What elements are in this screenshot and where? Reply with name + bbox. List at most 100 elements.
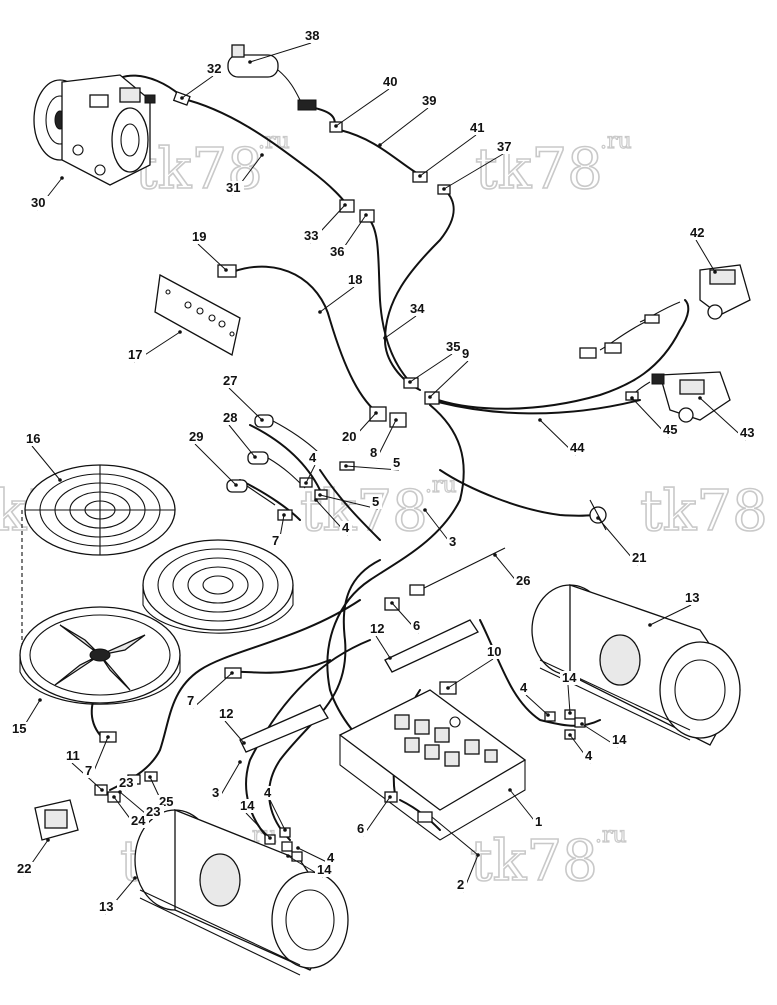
callout-15: 15 xyxy=(10,698,42,737)
callout-label-bg xyxy=(117,776,137,790)
callout-label-bg xyxy=(221,411,241,425)
callout-35: 35 xyxy=(408,339,464,384)
callout-arrowhead xyxy=(538,418,542,422)
callout-label-bg xyxy=(262,786,274,800)
callout-label-bg xyxy=(346,273,366,287)
callout-label: 44 xyxy=(570,440,585,455)
callout-arrowhead xyxy=(508,788,512,792)
callout-arrowhead xyxy=(630,396,634,400)
callout-arrowhead xyxy=(268,836,272,840)
callout-36: 36 xyxy=(328,213,368,260)
callout-arrowhead xyxy=(596,516,600,520)
control-panel xyxy=(154,273,241,356)
callout-label-bg xyxy=(355,822,367,836)
callout-label: 41 xyxy=(470,120,484,135)
callout-8: 8 xyxy=(368,418,398,461)
callout-arrowhead xyxy=(648,623,652,627)
callout-label: 20 xyxy=(342,429,356,444)
callout-label: 24 xyxy=(131,813,146,828)
callout-4: 4 xyxy=(262,785,287,832)
callout-label-bg xyxy=(185,694,197,708)
callout-arrowhead xyxy=(118,790,122,794)
callout-label-bg xyxy=(533,815,545,829)
callout-arrowhead xyxy=(713,270,717,274)
callout-label: 17 xyxy=(128,347,142,362)
callout-label-bg xyxy=(514,574,534,588)
callout-16: 16 xyxy=(24,431,62,482)
callout-2: 2 xyxy=(455,853,480,893)
callout-label: 3 xyxy=(449,534,456,549)
callout-label-bg xyxy=(411,619,423,633)
callout-30: 30 xyxy=(29,176,64,211)
callout-13: 13 xyxy=(648,590,703,627)
callout-37: 37 xyxy=(442,139,515,191)
callout-5: 5 xyxy=(318,493,382,510)
callout-label-bg xyxy=(568,441,588,455)
callout-31: 31 xyxy=(224,153,264,196)
callout-label: 12 xyxy=(219,706,233,721)
callout-label: 4 xyxy=(264,785,272,800)
callout-label: 15 xyxy=(12,721,26,736)
callout-14: 14 xyxy=(580,722,630,748)
compressor xyxy=(33,74,156,186)
callout-label-bg xyxy=(610,733,630,747)
callout-arrowhead xyxy=(112,795,116,799)
callout-41: 41 xyxy=(418,120,488,178)
callout-label-bg xyxy=(24,432,44,446)
callout-label-bg xyxy=(468,121,488,135)
callout-33: 33 xyxy=(302,203,347,244)
callout-label: 5 xyxy=(372,494,379,509)
callout-label: 29 xyxy=(189,429,203,444)
callout-arrowhead xyxy=(304,481,308,485)
callout-leader xyxy=(429,360,469,398)
callout-label: 35 xyxy=(446,339,460,354)
callout-arrowhead xyxy=(408,380,412,384)
callout-leader xyxy=(649,604,692,626)
callout-13: 13 xyxy=(97,876,137,915)
callout-28: 28 xyxy=(221,410,257,459)
callout-label-bg xyxy=(683,591,703,605)
callout-40: 40 xyxy=(334,74,401,128)
callout-leader xyxy=(443,153,504,190)
callout-label-bg xyxy=(381,75,401,89)
callout-label-bg xyxy=(238,799,258,813)
callout-arrowhead xyxy=(180,96,184,100)
callout-label: 39 xyxy=(422,93,436,108)
callout-label-bg xyxy=(205,62,225,76)
callout-label: 22 xyxy=(17,861,31,876)
callout-label-bg xyxy=(340,430,360,444)
callout-6: 6 xyxy=(390,601,423,634)
callout-arrowhead xyxy=(260,153,264,157)
callout-arrowhead xyxy=(568,711,572,715)
callout-label: 9 xyxy=(462,346,469,361)
valve-43 xyxy=(625,371,731,423)
callout-leader xyxy=(269,799,286,831)
callout-arrowhead xyxy=(46,838,50,842)
callout-label-bg xyxy=(661,423,681,437)
callout-label: 38 xyxy=(305,28,319,43)
callout-arrowhead xyxy=(286,854,290,858)
callout-arrowhead xyxy=(388,795,392,799)
callout-arrowhead xyxy=(344,464,348,468)
callout-leader xyxy=(197,243,227,271)
callout-label-bg xyxy=(447,535,459,549)
callout-label: 45 xyxy=(663,422,677,437)
callout-leader xyxy=(194,443,237,486)
callout-label-bg xyxy=(495,140,515,154)
callout-label-bg xyxy=(368,446,380,460)
valve-42 xyxy=(579,264,751,359)
callout-label-bg xyxy=(64,749,84,763)
callout-leader xyxy=(567,684,571,714)
callout-arrowhead xyxy=(100,788,104,792)
callout-leader xyxy=(419,134,477,177)
callout-12: 12 xyxy=(368,621,392,660)
callout-arrowhead xyxy=(388,656,392,660)
relay-22 xyxy=(34,799,79,841)
callout-23: 23 xyxy=(117,775,137,791)
callout-29: 29 xyxy=(187,429,238,487)
callout-label-bg xyxy=(688,226,708,240)
callout-leader xyxy=(249,42,312,63)
callout-label: 3 xyxy=(212,785,219,800)
